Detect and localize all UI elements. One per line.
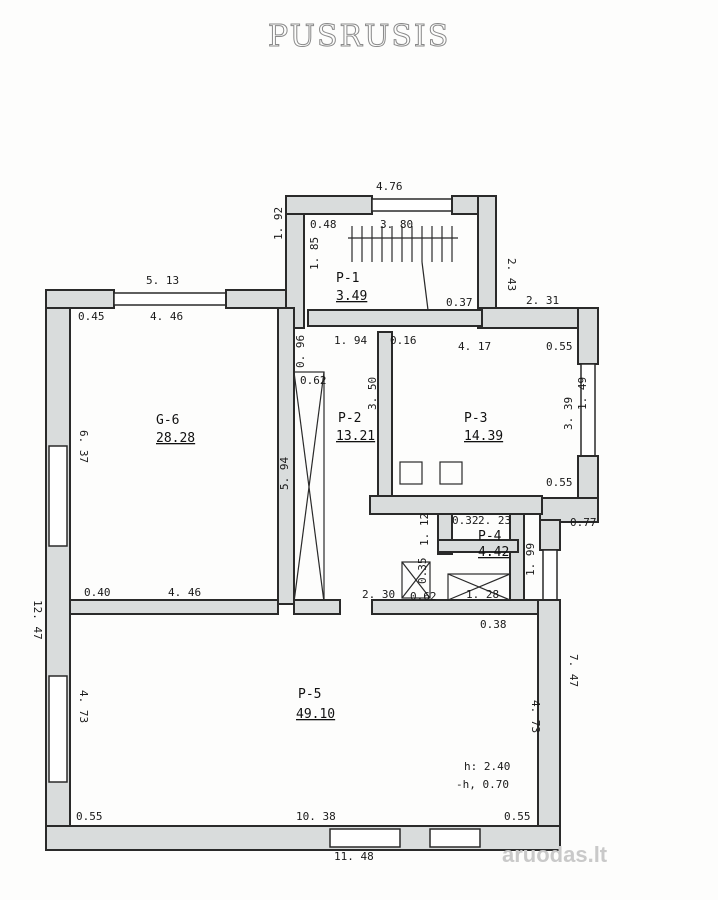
wall-right-mid [539,519,561,551]
wall-p3-right-top [577,307,599,365]
dimension-label: 0.37 [446,296,473,309]
staircase [348,226,458,311]
dimension-label: 0.55 [504,810,531,823]
window-g6-left [48,445,68,547]
dimension-label: 5. 94 [278,457,291,490]
hatch [447,573,511,601]
dimension-label: 0.16 [390,334,417,347]
room-p5-area: 49.10 [296,707,335,722]
dimension-label: 2. 30 [362,588,395,601]
dimension-label: 4. 73 [77,690,90,723]
dimension-label: 1. 12 [418,513,431,546]
dimension-label: 0. 96 [294,335,307,368]
window-p5-left [48,675,68,783]
wall-top-mid [225,289,291,309]
wall-p3-corner [539,497,599,523]
room-p2-name: P-2 [338,411,361,426]
wall-mid-bottom-b [371,599,539,615]
dimension-label: 3. 50 [366,377,379,410]
dimension-label: 12. 47 [31,600,44,640]
plan-title: PUSRUSIS [268,19,450,54]
dimension-label: 2. 43 [505,258,518,291]
room-g6-area: 28.28 [156,431,195,446]
room-p4-area: 4.42 [478,545,509,560]
boiler-fixture [439,461,463,485]
dimension-label: 4. 17 [458,340,491,353]
dimension-label: 4. 73 [529,700,542,733]
height-label: h: 2.40 [464,760,510,773]
room-p2-area: 13.21 [336,429,375,444]
dimension-label: 0.45 [78,310,105,323]
dimension-label: 11. 48 [334,850,374,863]
room-p1-name: P-1 [336,271,359,286]
watermark: aruodas.lt [502,842,608,867]
wall-g6-right [277,307,295,605]
wall-mid-bottom-a [293,599,341,615]
dimension-label: 10. 38 [296,810,336,823]
wall-p4-right [509,513,525,601]
dimension-label: 3. 80 [380,218,413,231]
window-p4-right [542,549,558,601]
dimension-label: 7. 47 [567,654,580,687]
window-p5-bottom-a [329,828,401,848]
wall-p3-left [377,331,393,497]
dimension-label: 1. 28 [466,588,499,601]
dimension-label: 0.32 [452,514,479,527]
dimension-label: 0.48 [310,218,337,231]
dimension-label: 2. 23 [478,514,511,527]
wall-stair-top-left [285,195,373,215]
room-p5-name: P-5 [298,687,321,702]
dimension-label: 0.62 [410,590,437,603]
window-top-g6 [113,292,227,306]
wall-bottom [45,825,561,851]
wall-stair-bottom [307,309,483,327]
room-p3-area: 14.39 [464,429,503,444]
window-p5-bottom-b [429,828,481,848]
dimension-label: 5. 13 [146,274,179,287]
dimension-label: 1. 99 [524,543,537,576]
dimension-label: 4. 46 [168,586,201,599]
wall-p4-bottom [437,539,519,553]
dimension-label: 0.55 [546,340,573,353]
room-p4-name: P-4 [478,529,502,544]
dimension-label: 0.55 [76,810,103,823]
dimension-label: 0.77 [570,516,597,529]
dimension-label: 0.40 [84,586,111,599]
dimension-label: 2. 31 [526,294,559,307]
wall-p3-bottom [369,495,543,515]
dimension-label: 6. 37 [77,430,90,463]
dimension-label: 1. 49 [576,377,589,410]
wall-g6-bottom [69,599,279,615]
room-p1-area: 3.49 [336,289,367,304]
wall-stair-right [477,195,497,311]
dimension-label: 1. 94 [334,334,367,347]
dimension-label: 4.76 [376,180,403,193]
dimension-label: 1. 85 [308,237,321,270]
dimension-label: 0.55 [546,476,573,489]
boiler-fixture [399,461,423,485]
height-label: -h, 0.70 [456,778,509,791]
dimension-label: 0.38 [480,618,507,631]
room-g6-name: G-6 [156,413,179,428]
hatch [401,561,431,599]
dimension-label: 1. 92 [272,207,285,240]
room-p3-name: P-3 [464,411,487,426]
dimension-label: 0.35 [416,558,429,585]
dimension-label: 3. 39 [562,397,575,430]
dimension-label: 4. 46 [150,310,183,323]
window-stair-top [371,198,453,212]
wall-top-left [45,289,115,309]
dimension-label: 0.62 [300,374,327,387]
